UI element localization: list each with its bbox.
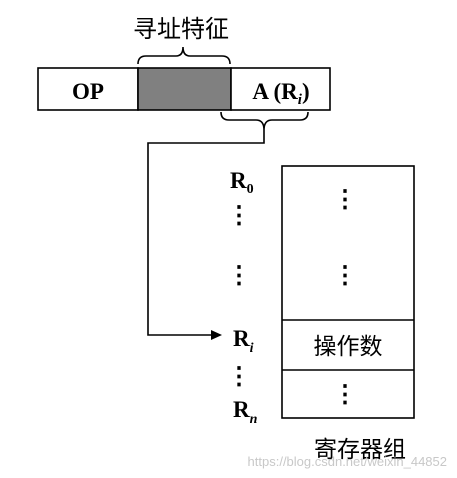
register-file: ⋮ ⋮ 操作数 ⋮ <box>281 165 415 419</box>
address-label: A (Ri) <box>252 79 309 108</box>
register-rn-label: Rn <box>233 397 258 427</box>
bottom-brace <box>220 111 309 131</box>
operand-label: 操作数 <box>314 334 383 360</box>
op-label: OP <box>72 79 104 104</box>
register-dots-2: ⋮ <box>227 263 251 289</box>
address-field <box>230 67 331 111</box>
register-file-dots-2: ⋮ <box>333 263 357 289</box>
register-dots-1: ⋮ <box>227 203 251 229</box>
addressing-feature-heading: 寻址特征 <box>133 15 229 43</box>
register-file-dots-1: ⋮ <box>333 187 357 213</box>
register-file-caption: 寄存器组 <box>314 437 406 463</box>
op-field <box>37 67 139 111</box>
watermark: https://blog.csdn.net/weixin_44852 <box>248 454 447 469</box>
top-brace <box>137 46 231 65</box>
register-r0-label: R0 <box>230 168 254 197</box>
addressing-feature-field <box>137 67 232 111</box>
register-ri-label: Ri <box>233 326 254 356</box>
register-file-box <box>281 165 415 419</box>
pointer-line <box>147 130 265 336</box>
instruction-format: OP A (Ri) <box>37 67 331 111</box>
pointer-arrowhead <box>211 330 222 340</box>
register-dots-3: ⋮ <box>227 364 251 390</box>
register-file-dots-3: ⋮ <box>333 382 357 408</box>
